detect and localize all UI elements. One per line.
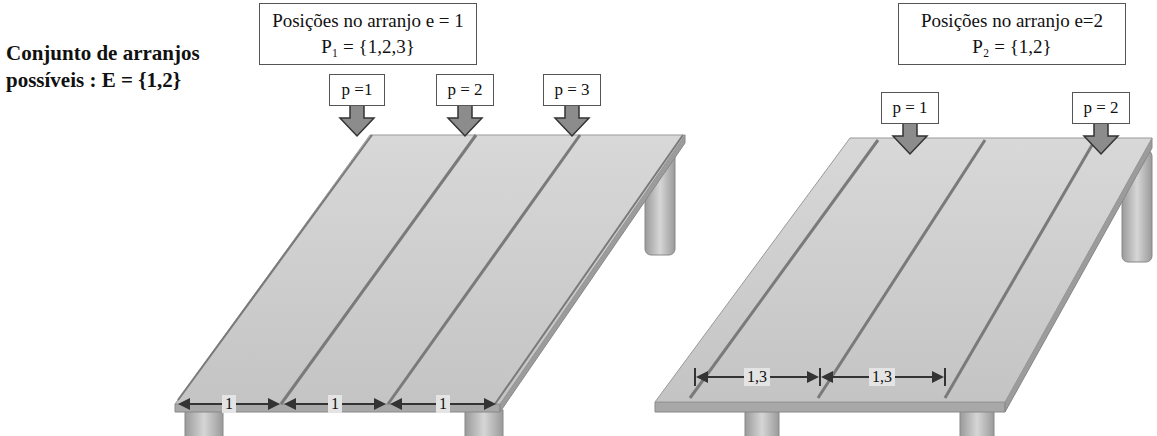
position-box: p =1 [329,74,385,106]
box-text: p = 1 [892,97,927,119]
box-text: p =1 [342,79,373,101]
box-text: p = 2 [1083,97,1118,119]
dimension-label: 1 [222,395,236,413]
box-text: p = 2 [447,79,482,101]
box-text: p = 3 [554,79,589,101]
box-text: Posições no arranjo e=2 [921,8,1103,34]
set-heading: Conjunto de arranjos possíveis : E = {1,… [6,40,246,94]
dimension-label: 1,3 [869,368,895,386]
arrangement-box: Posições no arranjo e = 1P₁ = {1,2,3} [259,3,477,65]
position-box: p = 1 [881,92,939,124]
set-text: P₁ = {1,2,3} [321,34,415,60]
table-left [175,135,685,436]
dimension-label: 1 [328,395,342,413]
position-box: p = 3 [543,74,601,106]
dimension-label: 1 [436,395,450,413]
position-box: p = 2 [436,74,494,106]
position-box: p = 2 [1072,92,1130,124]
arrangement-box: Posições no arranjo e=2P₂ = {1,2} [898,3,1126,65]
box-text: Posições no arranjo e = 1 [272,8,464,34]
set-text: P₂ = {1,2} [972,34,1051,60]
position-arrow [340,104,1118,154]
dimension-label: 1,3 [744,368,770,386]
table-right [655,138,1152,436]
